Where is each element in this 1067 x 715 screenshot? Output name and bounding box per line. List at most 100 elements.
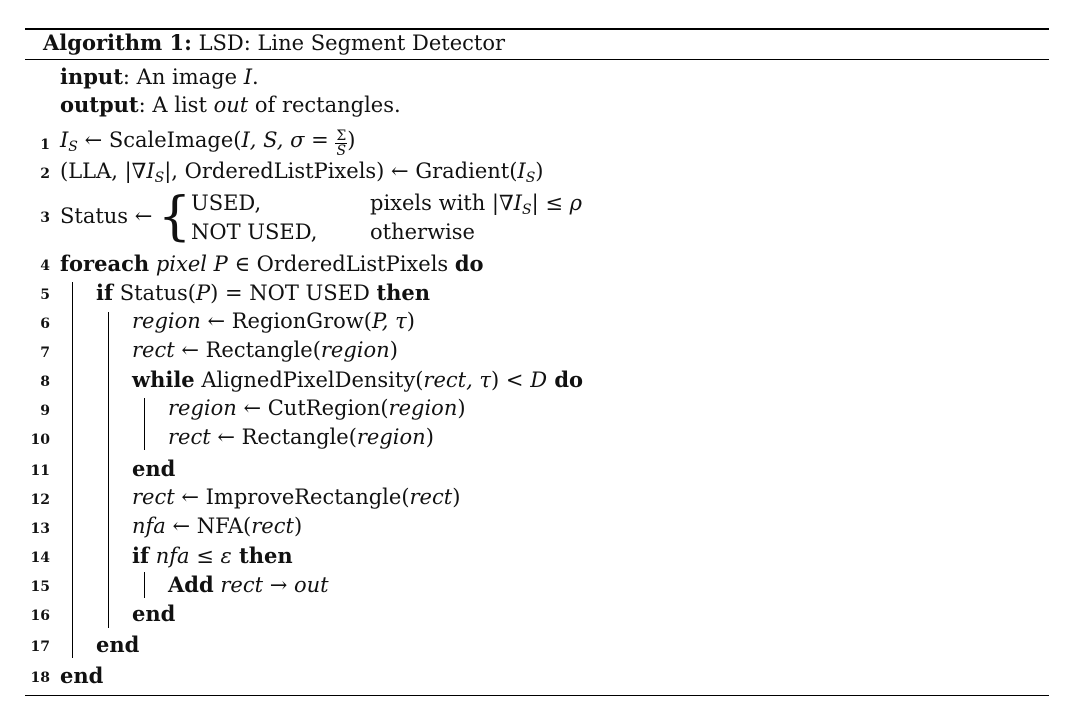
algorithm-line-4: foreach pixel P ∈ OrderedListPixels do	[60, 251, 484, 276]
if-block-bar	[108, 312, 110, 628]
math-var: rect, τ	[423, 368, 492, 392]
line-number: 10	[30, 432, 50, 448]
keyword: do	[454, 251, 484, 276]
math-var: rect	[409, 485, 453, 509]
math-text: (LLA, |∇	[60, 159, 147, 183]
keyword: if	[132, 543, 150, 568]
output-line: output: A list out of rectangles.	[60, 92, 401, 117]
fraction-numerator: Σ	[335, 128, 348, 144]
case-brace-icon: {	[158, 187, 192, 247]
algorithm-line-17: end	[96, 632, 140, 657]
algorithm-line-12: rect ← ImproveRectangle(rect)	[132, 485, 460, 509]
output-text-2: of rectangles.	[248, 93, 401, 117]
case-2-value: NOT USED,	[191, 220, 318, 244]
math-var: I, S, σ	[241, 128, 305, 152]
math-var: region	[132, 309, 201, 333]
math-text: )	[535, 159, 544, 183]
line-number: 11	[30, 463, 50, 479]
input-text: : An image	[122, 65, 244, 89]
math-var: ε	[220, 544, 232, 568]
keyword: foreach	[60, 251, 150, 276]
math-text: )	[406, 309, 415, 333]
math-var: I	[60, 128, 69, 152]
algorithm-line-14: if nfa ≤ ε then	[132, 543, 293, 568]
math-subscript: S	[525, 170, 536, 186]
line-number: 14	[30, 550, 50, 566]
input-line: input: An image I.	[60, 64, 259, 89]
line-number: 9	[40, 403, 50, 419]
math-var: D	[530, 368, 548, 392]
math-text: )	[425, 425, 434, 449]
math-text: ← ImproveRectangle(	[174, 485, 410, 509]
input-keyword: input	[60, 64, 123, 89]
keyword: Add	[168, 572, 214, 597]
line-number: 12	[30, 492, 50, 508]
line-number: 1	[40, 137, 50, 153]
output-text: : A list	[138, 93, 214, 117]
math-text: ← RegionGrow(	[200, 309, 372, 333]
algorithm-line-9: region ← CutRegion(region)	[168, 396, 466, 420]
input-var: I	[243, 65, 253, 89]
top-rule	[25, 28, 1049, 30]
math-text: Status(	[113, 281, 196, 305]
case-1-value: USED,	[191, 191, 262, 215]
fraction-denominator: S	[336, 143, 347, 159]
math-var: region	[168, 396, 237, 420]
algorithm-line-3: Status ←	[60, 204, 152, 228]
line-number: 15	[30, 579, 50, 595]
math-var: I	[513, 191, 522, 215]
math-var: I	[146, 159, 155, 183]
math-var: nfa	[149, 544, 190, 568]
math-var: region	[388, 396, 458, 420]
keyword: then	[231, 543, 293, 568]
math-text: ) = NOT USED	[210, 281, 377, 305]
math-text: →	[263, 573, 294, 597]
keyword: while	[132, 367, 195, 392]
math-text: ≤	[189, 544, 221, 568]
math-var: I	[517, 159, 526, 183]
line-number: 2	[40, 166, 50, 182]
math-text: pixels with |∇	[370, 191, 514, 215]
math-var: ρ	[569, 191, 582, 215]
math-var: region	[356, 425, 426, 449]
math-var: rect	[132, 338, 175, 362]
line-number: 13	[30, 521, 50, 537]
math-var: P, τ	[371, 309, 407, 333]
math-subscript: S	[521, 202, 532, 218]
algorithm-title: Algorithm 1: LSD: Line Segment Detector	[43, 30, 505, 55]
algorithm-line-2: (LLA, |∇IS|, OrderedListPixels) ← Gradie…	[60, 159, 544, 186]
keyword: then	[376, 280, 431, 305]
algorithm-line-16: end	[132, 601, 176, 626]
algorithm-line-6: region ← RegionGrow(P, τ)	[132, 309, 415, 333]
math-text: |, OrderedListPixels) ← Gradient(	[164, 159, 518, 183]
math-var: rect	[213, 573, 264, 597]
line-number: 17	[30, 639, 50, 655]
math-text: )	[347, 128, 356, 152]
math-var: out	[293, 573, 329, 597]
case-1-condition: pixels with |∇IS| ≤ ρ	[370, 191, 582, 218]
math-text: )	[452, 485, 461, 509]
line-number: 6	[40, 316, 50, 332]
line-number: 16	[30, 608, 50, 624]
title-rule	[25, 59, 1049, 61]
math-subscript: S	[68, 139, 78, 155]
algorithm-line-5: if Status(P) = NOT USED then	[96, 280, 430, 305]
math-var: P	[195, 281, 211, 305]
while-block-bar	[144, 398, 146, 450]
algorithm-line-15: Add rect → out	[168, 572, 329, 597]
keyword: if	[96, 280, 114, 305]
math-text: ← Rectangle(	[210, 425, 357, 449]
math-text: )	[457, 396, 466, 420]
keyword: do	[547, 367, 584, 392]
line-number: 7	[40, 345, 50, 361]
algorithm-name: LSD: Line Segment Detector	[198, 31, 506, 55]
algorithm-line-18: end	[60, 663, 104, 688]
bottom-rule	[25, 695, 1049, 697]
algorithm-line-10: rect ← Rectangle(region)	[168, 425, 434, 449]
case-2-condition: otherwise	[370, 220, 475, 244]
math-subscript: S	[154, 170, 165, 186]
math-text: | ≤	[531, 191, 570, 215]
math-var: pixel	[149, 252, 214, 276]
algorithm-line-13: nfa ← NFA(rect)	[132, 514, 302, 538]
